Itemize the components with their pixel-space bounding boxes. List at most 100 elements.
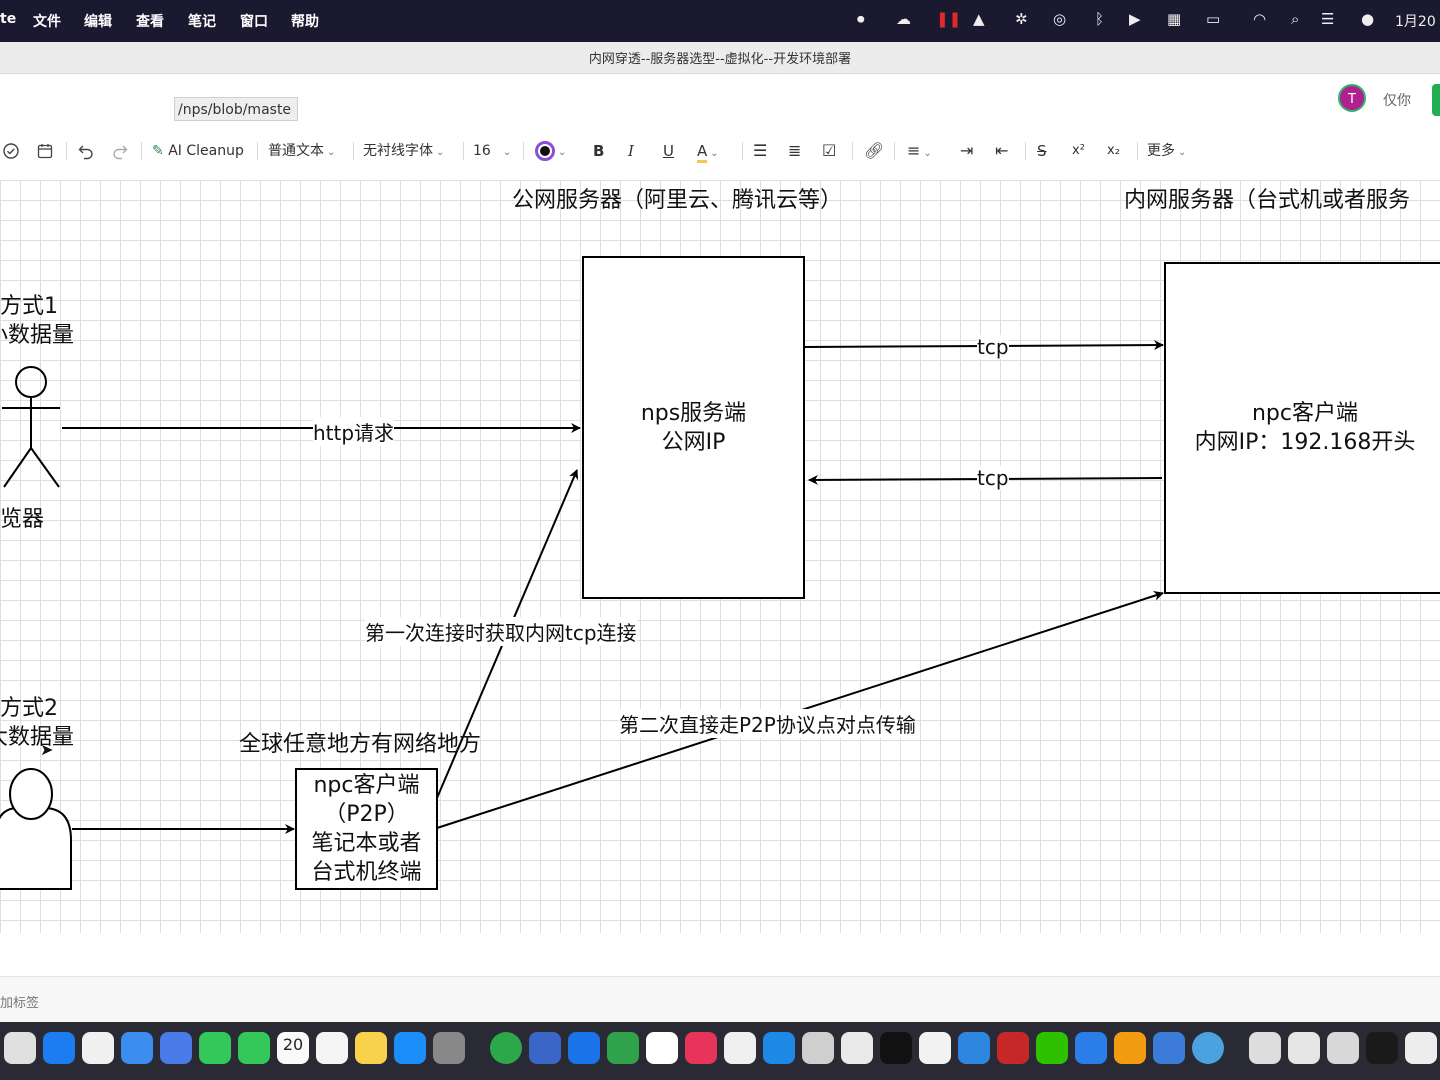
menu-view[interactable]: 查看: [136, 14, 164, 30]
window-thumb-1[interactable]: [1249, 1032, 1281, 1064]
cloud-drive-icon[interactable]: [568, 1032, 600, 1064]
windows-app-icon[interactable]: [1075, 1032, 1107, 1064]
bullet-list-icon[interactable]: ☰: [753, 141, 768, 160]
undo-icon[interactable]: [77, 140, 95, 162]
wifi-icon[interactable]: ◠: [1253, 10, 1267, 28]
italic-button[interactable]: I: [628, 142, 634, 160]
record-icon[interactable]: ⏺: [857, 10, 865, 28]
add-tag-field[interactable]: 加标签: [0, 996, 40, 1011]
mode2-subtitle: 大数据量: [0, 725, 75, 750]
browser-app-icon[interactable]: [607, 1032, 639, 1064]
wps-icon[interactable]: [646, 1032, 678, 1064]
calendar-icon[interactable]: [36, 140, 54, 162]
menu-help[interactable]: 帮助: [291, 14, 319, 30]
block-style-value: 普通文本: [268, 143, 324, 159]
chrome-icon[interactable]: [4, 1032, 36, 1064]
underline-button[interactable]: U: [663, 142, 674, 160]
window-thumb-2[interactable]: [1288, 1032, 1320, 1064]
diagram-canvas[interactable]: 公网服务器（阿里云、腾讯云等） 内网服务器（台式机或者服务 方式1 小数据量 浏…: [0, 180, 1440, 933]
note-footer: 加标签: [0, 976, 1440, 1023]
browser-user-figure[interactable]: [2, 366, 60, 488]
http-request-label: http请求: [313, 417, 395, 446]
notes-icon[interactable]: [355, 1032, 387, 1064]
network-tool-dock-icon[interactable]: [1153, 1032, 1185, 1064]
reminders-icon[interactable]: [316, 1032, 348, 1064]
grid-icon[interactable]: ▦: [1167, 10, 1182, 28]
user-silhouette-icon[interactable]: [0, 768, 72, 890]
share-button[interactable]: [1432, 84, 1440, 116]
text-color-picker[interactable]: ⌄: [535, 140, 566, 162]
chevron-down-icon: ⌄: [558, 147, 567, 158]
share-scope-label[interactable]: 仅你: [1383, 93, 1411, 109]
font-family-select[interactable]: 无衬线字体⌄: [363, 140, 444, 162]
wechat-status-icon[interactable]: ◎: [1053, 10, 1067, 28]
avatar[interactable]: T: [1338, 84, 1366, 112]
block-style-select[interactable]: 普通文本⌄: [268, 140, 335, 162]
numbered-list-icon[interactable]: ≣: [788, 141, 802, 160]
safari-icon[interactable]: [43, 1032, 75, 1064]
pause-icon[interactable]: ❚❚: [936, 10, 962, 28]
system-settings-icon[interactable]: [433, 1032, 465, 1064]
subscript-button[interactable]: x₂: [1107, 143, 1120, 158]
play-icon[interactable]: ▶: [1129, 10, 1141, 28]
nps-server-label: nps服务端 公网IP: [583, 399, 804, 457]
p2p-client-box[interactable]: [295, 768, 438, 890]
align-icon[interactable]: ≡⌄: [907, 141, 932, 160]
window-thumb-4[interactable]: [1366, 1032, 1398, 1064]
network-tool-icon[interactable]: ✲: [1015, 10, 1028, 28]
music-app-icon[interactable]: [685, 1032, 717, 1064]
photos-icon[interactable]: [82, 1032, 114, 1064]
link-icon[interactable]: 🔗︎: [864, 141, 885, 160]
bold-button[interactable]: B: [593, 142, 605, 160]
app-store-icon[interactable]: [394, 1032, 426, 1064]
checklist-icon[interactable]: ☑: [822, 141, 837, 160]
menu-file[interactable]: 文件: [33, 14, 61, 30]
clock[interactable]: 1月20: [1395, 14, 1436, 30]
window-thumb-5[interactable]: [1405, 1032, 1437, 1064]
remote-desktop-icon[interactable]: [529, 1032, 561, 1064]
mountain-icon[interactable]: ▲: [973, 10, 985, 28]
cloud-sync-icon[interactable]: ☁: [896, 10, 911, 28]
redo-icon[interactable]: [111, 140, 129, 162]
typora-icon[interactable]: [763, 1032, 795, 1064]
window-thumb-3[interactable]: [1327, 1032, 1359, 1064]
mail-icon[interactable]: [121, 1032, 153, 1064]
control-center-icon[interactable]: ☰: [1321, 10, 1335, 28]
indent-icon[interactable]: ⇥: [960, 141, 974, 160]
ai-cleanup-button[interactable]: ✎ AI Cleanup: [152, 140, 244, 162]
battery-icon[interactable]: ▭: [1206, 10, 1221, 28]
wechat-icon[interactable]: [1036, 1032, 1068, 1064]
feishu-icon[interactable]: [958, 1032, 990, 1064]
fox-app-icon[interactable]: [724, 1032, 756, 1064]
calendar-app-icon[interactable]: [277, 1032, 309, 1064]
npc-intranet-box[interactable]: [1164, 262, 1440, 594]
text-editor-icon[interactable]: [841, 1032, 873, 1064]
check-circle-icon[interactable]: [2, 140, 20, 162]
url-chip[interactable]: /nps/blob/maste: [174, 97, 298, 121]
qq-icon[interactable]: [919, 1032, 951, 1064]
sourcetree-icon[interactable]: [1114, 1032, 1146, 1064]
search-icon[interactable]: ⌕: [1291, 10, 1300, 28]
font-size-select[interactable]: 16⌄: [473, 140, 511, 162]
highlight-button[interactable]: A⌄: [697, 140, 719, 163]
superscript-button[interactable]: x²: [1072, 143, 1085, 158]
menu-window[interactable]: 窗口: [240, 14, 268, 30]
evernote-icon[interactable]: [490, 1032, 522, 1064]
outdent-icon[interactable]: ⇤: [995, 141, 1009, 160]
filezilla-icon[interactable]: [997, 1032, 1029, 1064]
menu-app-name[interactable]: te: [0, 11, 17, 27]
preview-icon[interactable]: [802, 1032, 834, 1064]
messages-icon[interactable]: [238, 1032, 270, 1064]
nps-server-box[interactable]: [582, 256, 805, 599]
quicktime-icon[interactable]: [1192, 1032, 1224, 1064]
menu-edit[interactable]: 编辑: [84, 14, 112, 30]
mode1-title: 方式1: [0, 294, 58, 319]
strikethrough-icon[interactable]: S: [1037, 142, 1047, 160]
facetime-icon[interactable]: [199, 1032, 231, 1064]
siri-icon[interactable]: ●: [1361, 10, 1375, 28]
finder-icon[interactable]: [160, 1032, 192, 1064]
more-menu[interactable]: 更多⌄: [1147, 140, 1186, 162]
terminal-icon[interactable]: [880, 1032, 912, 1064]
bluetooth-icon[interactable]: ᛒ: [1095, 10, 1105, 28]
menu-note[interactable]: 笔记: [188, 14, 216, 30]
